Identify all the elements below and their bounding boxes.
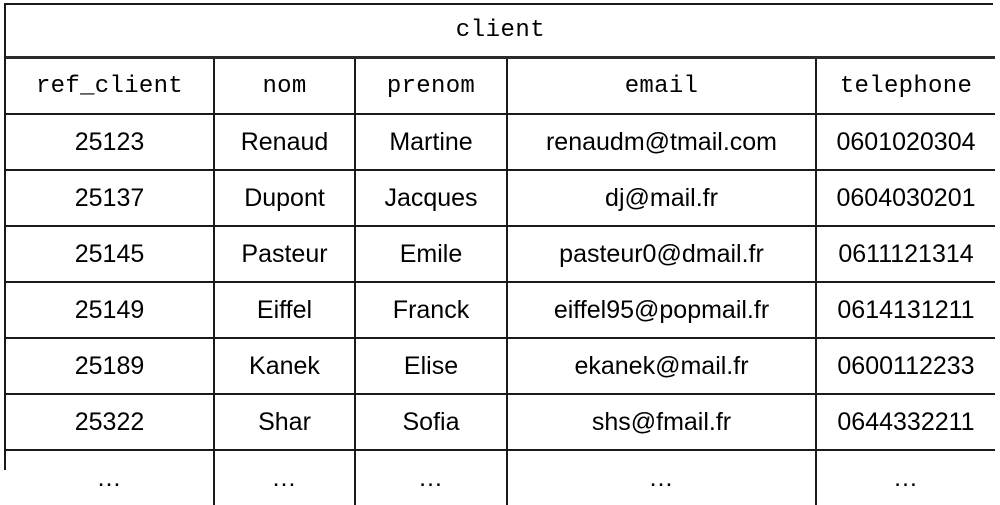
cell-telephone: 0614131211: [816, 282, 996, 339]
cell-prenom-ellipsis: …: [355, 450, 508, 505]
cell-email: renaudm@tmail.com: [507, 114, 817, 171]
cell-ref-client: 25123: [6, 114, 215, 171]
cell-ref-client: 25322: [6, 394, 215, 451]
cell-nom: Dupont: [214, 170, 356, 227]
column-header-ref-client: ref_client: [6, 57, 215, 115]
cell-email: ekanek@mail.fr: [507, 338, 817, 395]
column-header-nom: nom: [214, 57, 356, 115]
cell-prenom: Franck: [355, 282, 508, 339]
table-row: 25322 Shar Sofia shs@fmail.fr 0644332211: [6, 394, 996, 451]
client-table-container: client ref_client nom prenom email telep…: [4, 3, 996, 505]
table-row: 25137 Dupont Jacques dj@mail.fr 06040302…: [6, 170, 996, 227]
cell-telephone: 0644332211: [816, 394, 996, 451]
table-row: 25189 Kanek Elise ekanek@mail.fr 0600112…: [6, 338, 996, 395]
table-row: 25145 Pasteur Emile pasteur0@dmail.fr 06…: [6, 226, 996, 283]
cell-nom: Kanek: [214, 338, 356, 395]
cell-prenom: Martine: [355, 114, 508, 171]
cell-ref-client: 25145: [6, 226, 215, 283]
cell-prenom: Jacques: [355, 170, 508, 227]
cell-nom: Pasteur: [214, 226, 356, 283]
cell-ref-client: 25149: [6, 282, 215, 339]
cell-email: pasteur0@dmail.fr: [507, 226, 817, 283]
cell-telephone: 0601020304: [816, 114, 996, 171]
table-row: 25149 Eiffel Franck eiffel95@popmail.fr …: [6, 282, 996, 339]
cell-email: shs@fmail.fr: [507, 394, 817, 451]
cell-nom: Eiffel: [214, 282, 356, 339]
table-row-ellipsis: … … … … …: [6, 450, 995, 505]
cell-telephone-ellipsis: …: [893, 463, 919, 492]
cell-nom: Shar: [214, 394, 356, 451]
cell-telephone: 0604030201: [816, 170, 996, 227]
column-header-telephone: telephone: [816, 57, 996, 115]
cell-prenom: Elise: [355, 338, 508, 395]
cell-email: dj@mail.fr: [507, 170, 817, 227]
table-body: client ref_client nom prenom email telep…: [6, 5, 996, 505]
cell-email: eiffel95@popmail.fr: [507, 282, 817, 339]
table-header-row: ref_client nom prenom email telephone: [6, 57, 996, 115]
column-header-prenom: prenom: [355, 57, 508, 115]
table-row: 25123 Renaud Martine renaudm@tmail.com 0…: [6, 114, 996, 171]
cell-ref-client: 25189: [6, 338, 215, 395]
cell-nom-ellipsis: …: [214, 450, 356, 505]
cell-ref-client-ellipsis: …: [6, 450, 215, 505]
cell-prenom: Emile: [355, 226, 508, 283]
column-header-email: email: [507, 57, 817, 115]
cell-telephone: 0600112233: [816, 338, 996, 395]
cell-email-ellipsis: …: [507, 450, 817, 505]
cell-telephone: 0611121314: [816, 226, 996, 283]
cell-ref-client: 25137: [6, 170, 215, 227]
cell-prenom: Sofia: [355, 394, 508, 451]
table-title: client: [6, 5, 996, 59]
table-title-row: client: [6, 5, 996, 59]
client-table: client ref_client nom prenom email telep…: [6, 5, 996, 505]
cell-nom: Renaud: [214, 114, 356, 171]
